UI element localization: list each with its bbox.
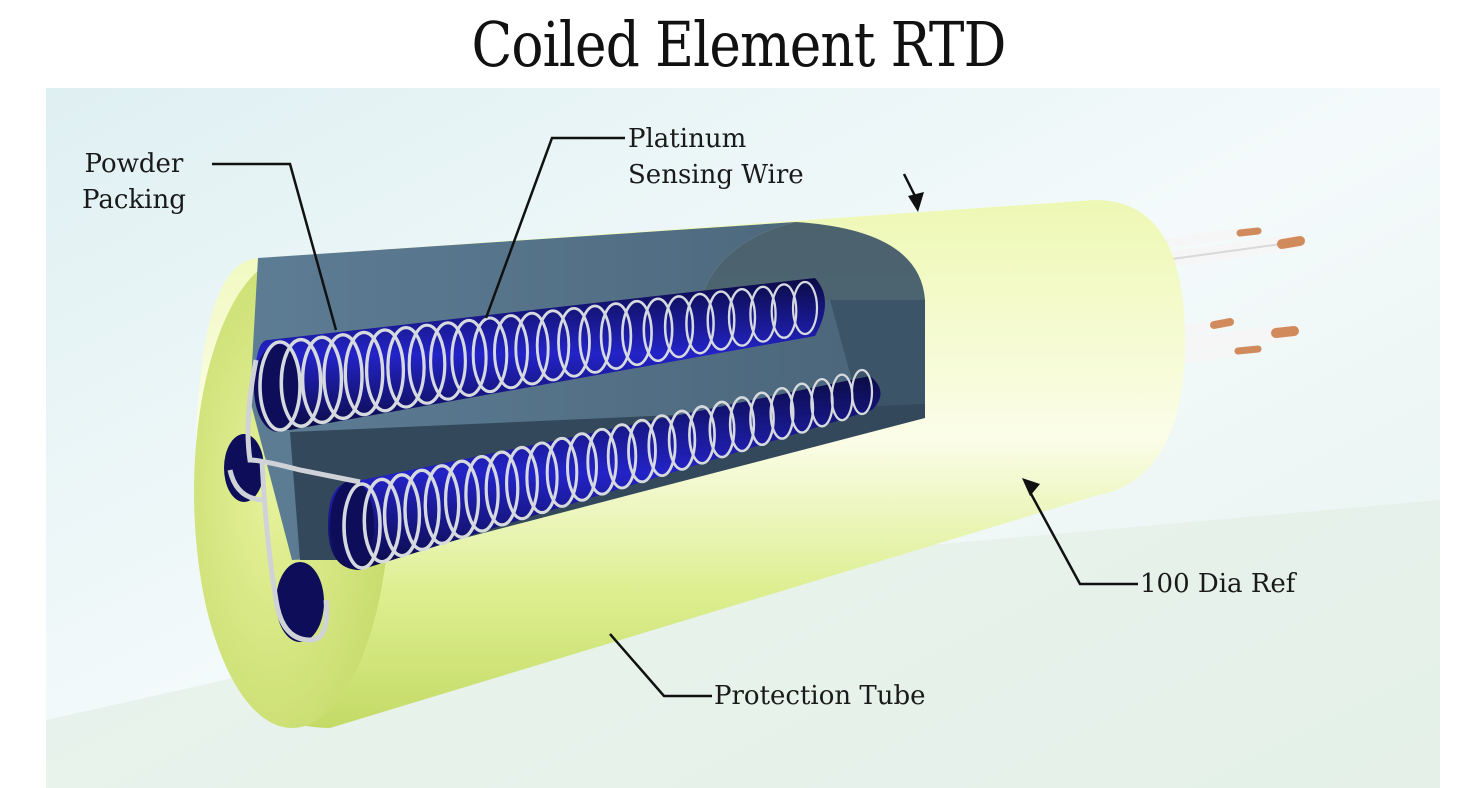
coil-loop	[578, 304, 612, 374]
coil-loop	[663, 295, 695, 359]
coil-loop	[566, 432, 598, 502]
coil-loop	[403, 468, 441, 552]
hole-lower-right	[330, 480, 374, 568]
coil-loop	[557, 306, 591, 378]
coil-loop	[525, 441, 559, 515]
coil-loop	[443, 459, 481, 539]
arrow-dia-ref-bottom	[1022, 478, 1040, 496]
coil-loop	[749, 391, 775, 447]
label-dia-ref: 100 Dia Ref	[1140, 569, 1296, 599]
leader-dia-ref	[1028, 491, 1138, 586]
coil-loop	[545, 436, 579, 508]
coil-loop	[279, 337, 323, 428]
coil-loop	[706, 290, 736, 351]
leader-lines	[212, 136, 1138, 698]
coil-loop	[464, 454, 500, 533]
coil-loop	[471, 316, 509, 394]
coil-loop	[386, 325, 426, 409]
coil-loop	[667, 409, 697, 471]
label-protection-tube: Protection Tube	[714, 681, 926, 711]
coil-loop	[362, 477, 402, 564]
leader-powder-packing	[212, 162, 338, 331]
cutaway-curved-face	[700, 222, 925, 410]
coil-loop	[382, 473, 422, 558]
hole-lower-left	[276, 562, 324, 642]
coil-loop	[258, 340, 302, 432]
coil-loop	[728, 396, 756, 453]
coil-loop	[789, 382, 815, 434]
label-powder-packing-line1: Powder	[84, 149, 184, 179]
coil-loop	[493, 314, 529, 390]
coil-loop	[621, 299, 653, 367]
coil-loop	[727, 288, 757, 347]
coil-loop	[606, 423, 638, 490]
leader-protection-tube	[609, 633, 712, 698]
coil-loop	[791, 280, 819, 336]
coil-loop	[423, 464, 461, 546]
coil-loop	[685, 292, 715, 355]
label-platinum-sensing-wire: Platinum Sensing Wire	[628, 121, 804, 193]
lower-channel	[328, 376, 881, 570]
label-platinum-line1: Platinum	[628, 124, 747, 154]
label-powder-packing-line2: Packing	[82, 185, 186, 215]
coil-loop	[850, 368, 874, 416]
coil-loop	[322, 333, 364, 421]
coil-loop	[586, 427, 618, 496]
coil-loop	[770, 283, 798, 339]
label-powder-packing: Powder Packing	[82, 146, 186, 218]
coil-loop	[627, 418, 657, 484]
leader-dia-ref-top	[902, 173, 918, 199]
coil-loop	[769, 386, 795, 440]
coil-loop	[749, 285, 777, 343]
coil-loop	[342, 482, 382, 570]
coil-loop	[647, 414, 677, 477]
shadow	[46, 500, 1440, 788]
leader-platinum-sensing-wire	[484, 136, 625, 319]
coil-loop	[300, 335, 344, 425]
coil-loop	[407, 323, 447, 405]
coil-loop	[642, 297, 674, 363]
platinum-coil-upper	[258, 280, 819, 432]
hole-upper-left	[254, 344, 302, 432]
coil-loop	[514, 311, 550, 386]
coil-loop	[484, 450, 520, 527]
platinum-coil-lower	[342, 368, 874, 570]
face-connecting-wires	[227, 359, 361, 643]
label-platinum-line2: Sensing Wire	[628, 160, 804, 190]
coil-loop	[364, 328, 406, 413]
coil-loop	[599, 302, 633, 370]
page-title: Coiled Element RTD	[471, 8, 1006, 81]
coil-loop	[535, 309, 571, 382]
coil-loop	[505, 445, 539, 521]
upper-channel	[255, 278, 825, 430]
coil-loop	[429, 321, 467, 401]
coil-loop	[343, 330, 385, 417]
coil-loop	[708, 400, 736, 459]
arrow-dia-ref-top	[908, 192, 924, 212]
coil-loop	[450, 318, 488, 397]
coil-loop	[688, 405, 716, 465]
